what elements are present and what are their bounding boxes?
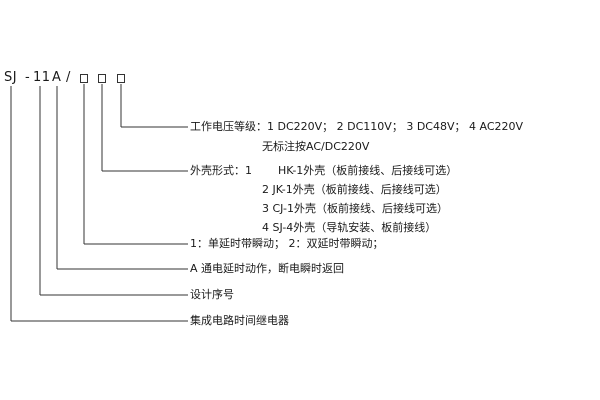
code-number: 11 xyxy=(33,70,51,85)
voltage-grade-text: 工作电压等级：1 DC220V； 2 DC110V； 3 DC48V； 4 AC… xyxy=(190,120,524,133)
trip-type-text: 1：单延时带瞬动； 2：双延时带瞬动； xyxy=(190,237,384,250)
code-slot-box-3 xyxy=(117,74,125,83)
product-name-text: 集成电路时间继电器 xyxy=(190,314,289,327)
action-type-text: A 通电延时动作，断电瞬时返回 xyxy=(190,262,345,275)
code-dash: - xyxy=(25,70,31,85)
housing-option-2: 2 JK-1外壳（板前接线、后接线可选） xyxy=(262,183,447,196)
code-slot-box-1 xyxy=(80,74,88,83)
code-slot-box-2 xyxy=(98,74,106,83)
housing-title-text: 外壳形式：1 xyxy=(190,164,252,177)
voltage-note-text: 无标注按AC/DC220V xyxy=(262,140,370,153)
code-prefix: SJ xyxy=(4,70,18,85)
design-serial-text: 设计序号 xyxy=(190,288,234,301)
housing-option-3: 3 CJ-1外壳（板前接线、后接线可选） xyxy=(262,202,448,215)
code-slash: / xyxy=(66,70,71,85)
code-variant: A xyxy=(52,70,62,85)
housing-option-4: 4 SJ-4外壳（导轨安装、板前接线） xyxy=(262,221,437,234)
housing-option-1: HK-1外壳（板前接线、后接线可选） xyxy=(278,164,458,177)
